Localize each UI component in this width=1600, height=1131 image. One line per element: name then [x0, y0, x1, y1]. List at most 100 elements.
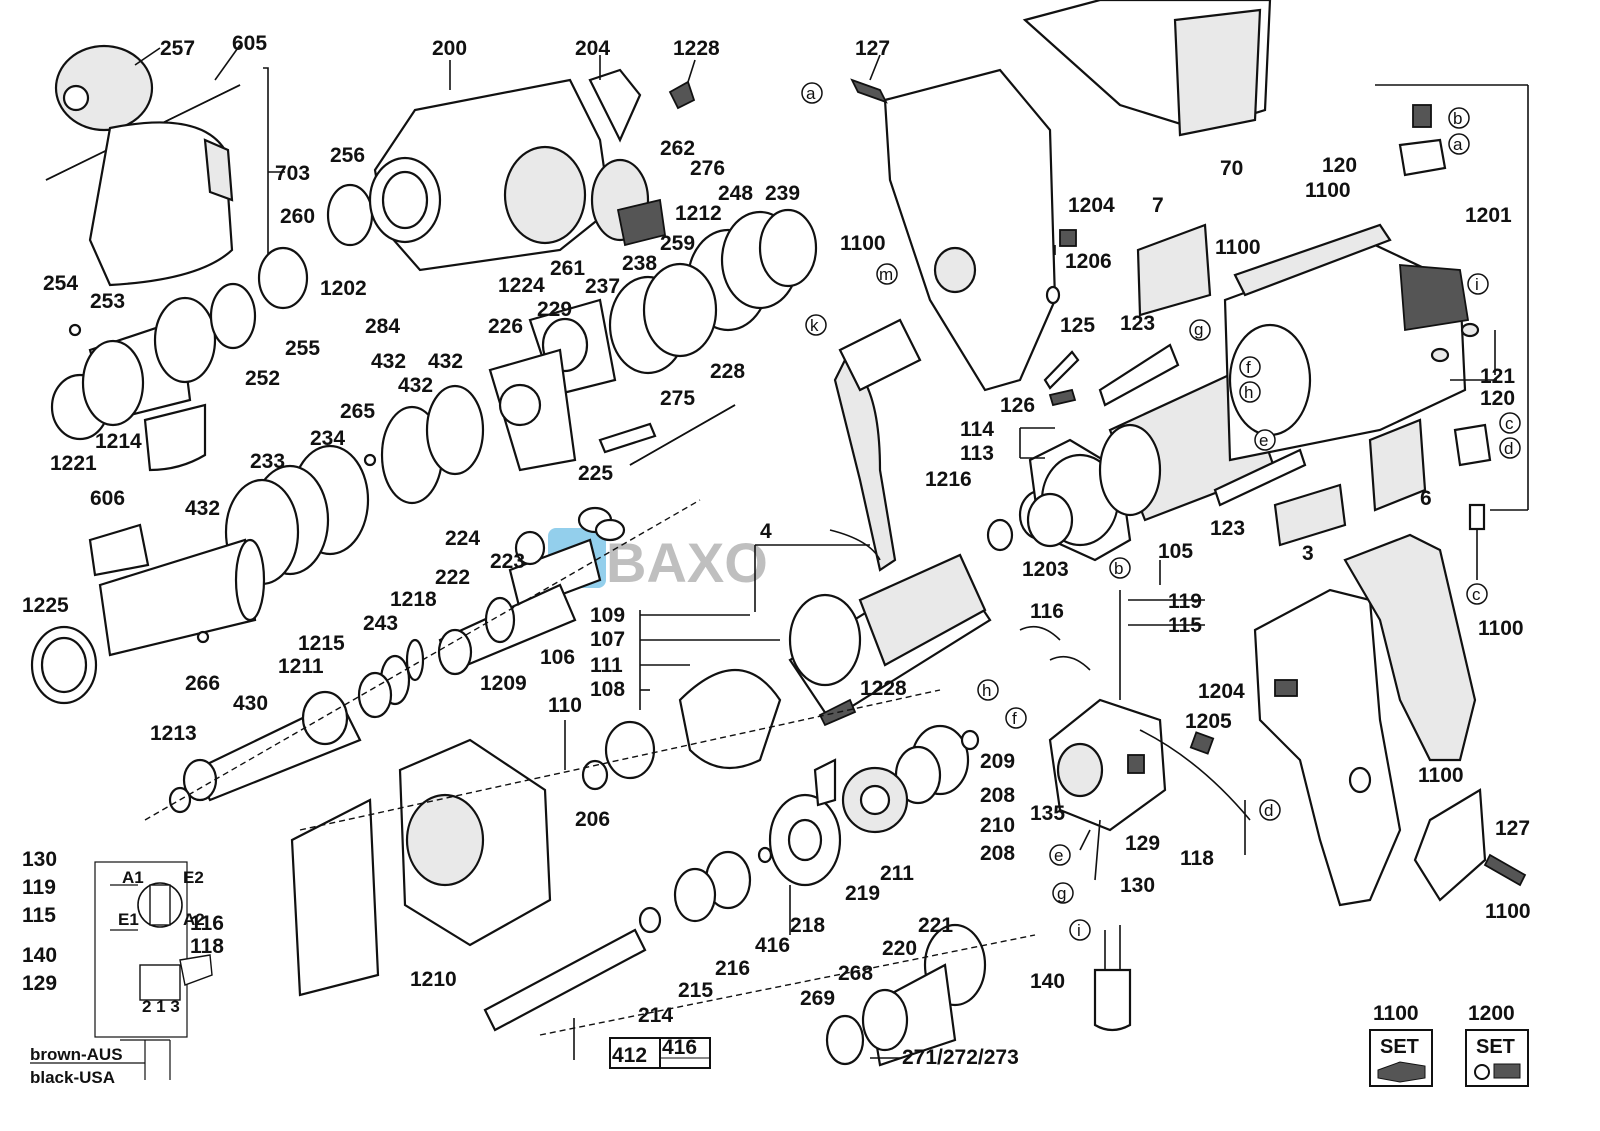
label-219: 219: [845, 882, 880, 905]
handle-halves: [1253, 533, 1527, 907]
label-265: 265: [340, 400, 375, 423]
shaft-group: [168, 506, 626, 814]
circle-letter-b1: b: [1453, 109, 1462, 128]
label-123-a: 123: [1120, 312, 1155, 335]
label-255: 255: [285, 337, 320, 360]
label-119: 119: [1168, 590, 1202, 613]
label-114: 114: [960, 418, 994, 441]
label-432-c: 432: [398, 374, 433, 397]
legend-a2: A2: [183, 910, 205, 929]
label-226: 226: [488, 315, 523, 338]
label-1205: 1205: [1185, 710, 1232, 733]
label-703: 703: [275, 162, 310, 185]
gear-train: [144, 499, 1036, 1067]
label-7: 7: [1152, 194, 1164, 217]
label-256: 256: [330, 144, 365, 167]
gear-housing: [368, 68, 696, 272]
label-125: 125: [1060, 314, 1095, 337]
label-115: 115: [1168, 614, 1202, 637]
label-118: 118: [1180, 847, 1214, 870]
label-218: 218: [790, 914, 825, 937]
label-208-a: 208: [980, 784, 1015, 807]
circled-letters: a b a i g f h e c d c m k b h f d e g: [801, 82, 1521, 941]
label-1228-top: 1228: [673, 37, 720, 60]
circle-letter-b2: b: [1114, 559, 1123, 578]
legend-a1: A1: [122, 868, 144, 887]
label-248: 248: [718, 182, 753, 205]
circle-letter-a2: a: [1453, 135, 1463, 154]
label-109: 109: [590, 604, 625, 627]
circle-letter-k: k: [810, 316, 819, 335]
circle-letter-d1: d: [1504, 439, 1513, 458]
label-224: 224: [445, 527, 480, 550]
label-275: 275: [660, 387, 695, 410]
label-233: 233: [250, 450, 285, 473]
legend-129: 129: [22, 972, 57, 995]
label-266: 266: [185, 672, 220, 695]
label-243: 243: [363, 612, 398, 635]
label-113: 113: [960, 442, 994, 465]
label-130: 130: [1120, 874, 1155, 897]
label-1214: 1214: [95, 430, 142, 453]
label-107: 107: [590, 628, 625, 651]
circle-letter-f2: f: [1012, 709, 1017, 728]
label-123-b: 123: [1210, 517, 1245, 540]
label-105: 105: [1158, 540, 1193, 563]
label-111: 111: [590, 654, 623, 677]
label-416-b: 416: [662, 1036, 697, 1059]
label-237: 237: [585, 275, 620, 298]
label-239: 239: [765, 182, 800, 205]
label-605: 605: [232, 32, 267, 55]
label-432-a: 432: [371, 350, 406, 373]
circle-letter-g1: g: [1194, 320, 1203, 339]
label-106: 106: [540, 646, 575, 669]
label-135: 135: [1030, 802, 1065, 825]
label-412: 412: [612, 1044, 647, 1067]
label-210: 210: [980, 814, 1015, 837]
label-1215: 1215: [298, 632, 345, 655]
circle-letter-m: m: [879, 265, 893, 284]
label-216: 216: [715, 957, 750, 980]
spindle-group: [30, 384, 485, 705]
label-1203: 1203: [1022, 558, 1069, 581]
label-229: 229: [537, 298, 572, 321]
label-1228-mid: 1228: [860, 677, 907, 700]
label-1204-b: 1204: [1198, 680, 1245, 703]
carry-case: [1022, 0, 1272, 137]
label-220: 220: [882, 937, 917, 960]
circle-letter-i1: i: [1475, 275, 1479, 294]
legend-black-usa: black-USA: [30, 1068, 115, 1087]
motor-housing-rear: [850, 68, 1080, 407]
label-1201: 1201: [1465, 204, 1512, 227]
label-238: 238: [622, 252, 657, 275]
label-129: 129: [1125, 832, 1160, 855]
circle-letter-i2: i: [1077, 921, 1081, 940]
label-1204-a: 1204: [1068, 194, 1115, 217]
tool-holder-group: [50, 183, 374, 472]
label-214: 214: [638, 1004, 673, 1027]
label-257: 257: [160, 37, 195, 60]
label-1218: 1218: [390, 588, 437, 611]
legend-118: 118: [190, 935, 224, 958]
label-254: 254: [43, 272, 78, 295]
label-253: 253: [90, 290, 125, 313]
circle-letter-e2: e: [1054, 846, 1063, 865]
label-225: 225: [578, 462, 613, 485]
label-120-a: 120: [1322, 154, 1357, 177]
label-1216: 1216: [925, 468, 972, 491]
label-223: 223: [490, 550, 525, 573]
label-262: 262: [660, 137, 695, 160]
label-3: 3: [1302, 542, 1314, 565]
label-108: 108: [590, 678, 625, 701]
circle-letter-g2: g: [1057, 884, 1066, 903]
label-430: 430: [233, 692, 268, 715]
label-215: 215: [678, 979, 713, 1002]
circle-letter-c2: c: [1472, 585, 1481, 604]
label-1209: 1209: [480, 672, 527, 695]
label-1225: 1225: [22, 594, 69, 617]
switch-assembly: [1019, 590, 1251, 881]
cable-guard: [829, 318, 922, 572]
stator-group: [1026, 343, 1307, 562]
label-121: 121: [1480, 365, 1515, 388]
